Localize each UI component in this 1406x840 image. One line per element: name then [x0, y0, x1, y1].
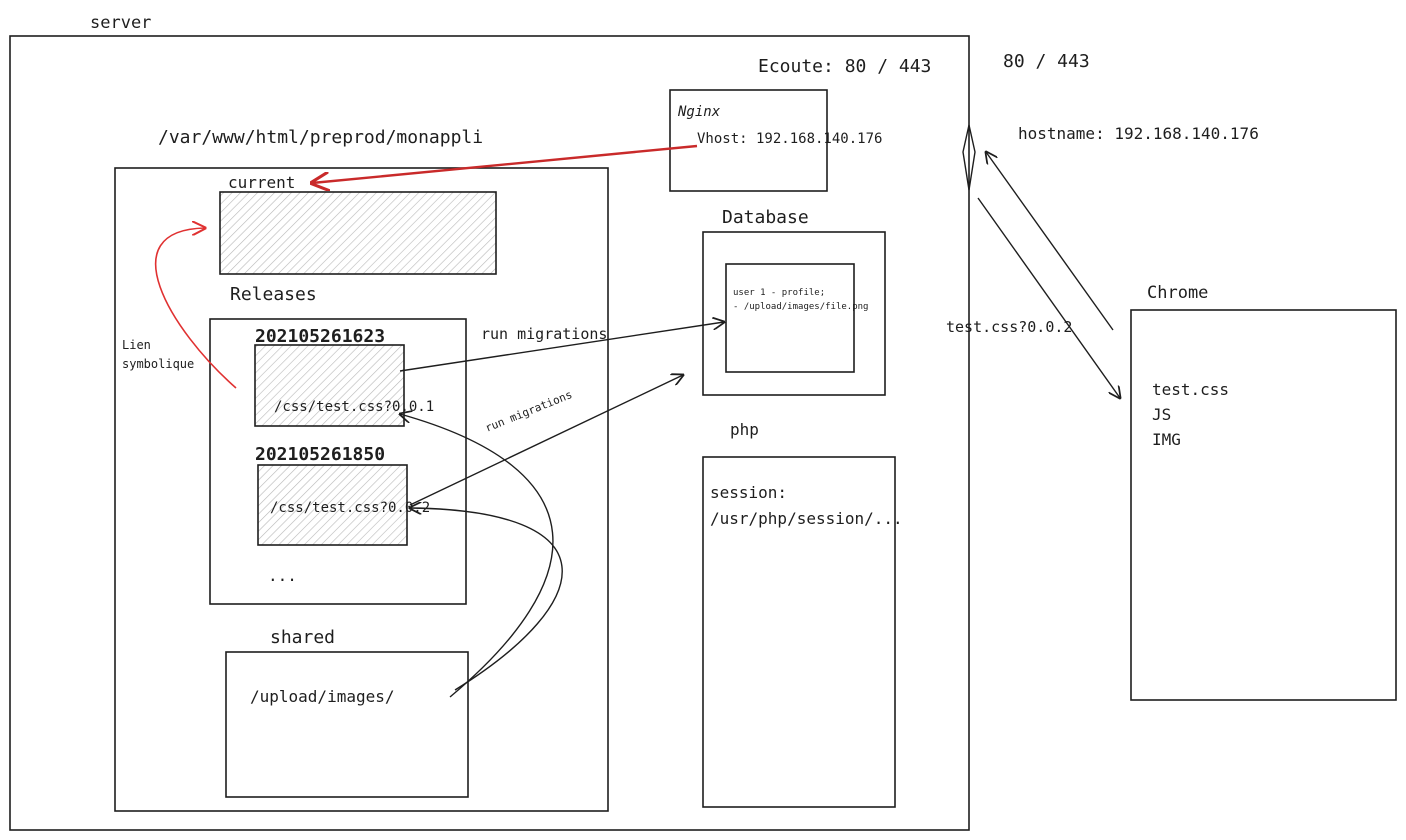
lien-label: Lien — [122, 338, 151, 352]
chrome-label: Chrome — [1147, 283, 1208, 303]
server-box — [9, 35, 970, 831]
run-migrations-label-2: run migrations — [483, 388, 574, 435]
php-box — [702, 456, 896, 808]
port-diamond — [962, 124, 976, 191]
session-line1: session: — [710, 483, 787, 502]
chrome-item-js: JS — [1152, 405, 1171, 424]
database-label: Database — [722, 207, 809, 228]
symlink-arrow — [154, 228, 237, 389]
database-table-box — [725, 263, 855, 373]
nginx-vhost: Vhost: 192.168.140.176 — [697, 131, 882, 147]
app-path-label: /var/www/html/preprod/monappli — [158, 127, 483, 148]
server-label: server — [90, 13, 151, 33]
releases-box — [209, 318, 467, 605]
migration-arrow-1 — [399, 322, 724, 372]
chrome-box — [1130, 309, 1397, 701]
shared-to-release1-arrow — [400, 414, 554, 698]
migration-arrow-2 — [409, 375, 683, 506]
shared-to-release2-arrow — [410, 508, 563, 691]
chrome-item-css: test.css — [1152, 380, 1229, 399]
release1-name: 202105261623 — [255, 326, 385, 347]
shared-box — [225, 651, 469, 798]
db-line2: - /upload/images/file.png — [733, 302, 868, 312]
release2-box — [257, 464, 408, 546]
release2-file: /css/test.css?0.0.2 — [270, 500, 430, 516]
nginx-title: Nginx — [677, 104, 721, 120]
ports-label: 80 / 443 — [1003, 51, 1090, 72]
chrome-item-img: IMG — [1152, 430, 1181, 449]
response-arrow — [977, 197, 1120, 398]
nginx-box — [669, 89, 828, 192]
shared-label: shared — [270, 627, 335, 648]
session-line2: /usr/php/session/... — [710, 509, 903, 528]
upload-path: /upload/images/ — [250, 687, 395, 706]
releases-label: Releases — [230, 284, 317, 305]
db-line1: user 1 - profile; — [733, 288, 825, 298]
current-symlink-box — [219, 191, 497, 275]
release1-file: /css/test.css?0.0.1 — [274, 399, 434, 415]
request-arrow — [986, 152, 1114, 331]
run-migrations-label-1: run migrations — [481, 325, 607, 343]
request-label: test.css?0.0.2 — [946, 318, 1072, 336]
vhost-to-current-arrow — [312, 144, 698, 183]
database-box — [702, 231, 886, 396]
php-label: php — [730, 420, 759, 439]
release1-box — [254, 344, 405, 427]
hostname-label: hostname: 192.168.140.176 — [1018, 124, 1259, 143]
symbolique-label: symbolique — [122, 357, 194, 371]
current-label: current — [228, 173, 295, 192]
release2-name: 202105261850 — [255, 444, 385, 465]
releases-ellipsis: ... — [268, 566, 297, 585]
listen-label: Ecoute: 80 / 443 — [758, 56, 931, 77]
app-folder-box — [114, 167, 609, 812]
